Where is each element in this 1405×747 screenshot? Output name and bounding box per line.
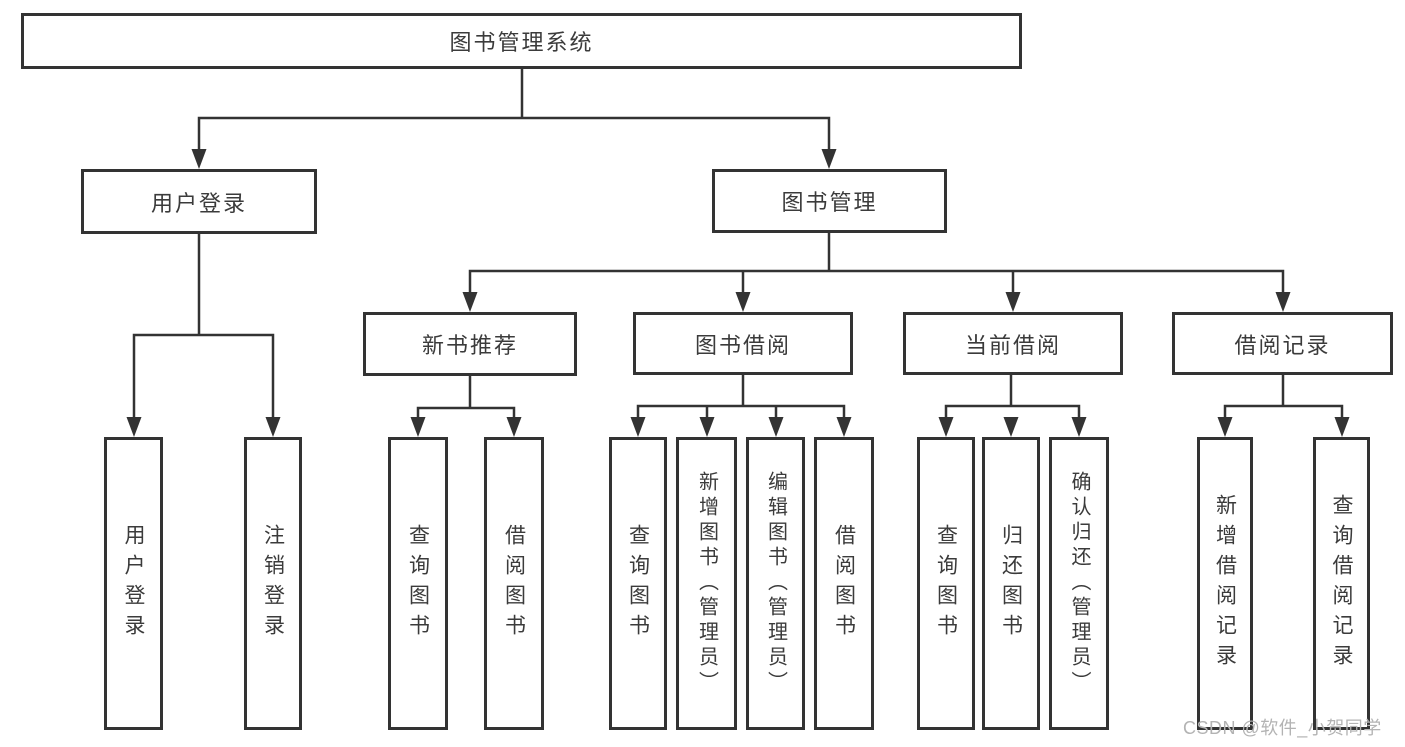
node-user-login: 用户登录 <box>81 169 317 234</box>
leaf-return-books-label: 归还图书 <box>999 523 1023 644</box>
leaf-query-books-recommend-label: 查询图书 <box>406 523 430 644</box>
node-current-borrow-label: 当前借阅 <box>964 332 1061 358</box>
node-borrow-records: 借阅记录 <box>1172 312 1393 375</box>
leaf-return-books: 归还图书 <box>982 437 1040 730</box>
leaf-add-books-admin-label: 新增图书（管理员） <box>695 471 718 696</box>
leaf-add-borrow-record: 新增借阅记录 <box>1197 437 1253 730</box>
csdn-watermark: CSDN @软件_小贺同学 <box>1183 718 1382 738</box>
leaf-user-login: 用户登录 <box>104 437 163 730</box>
leaf-add-books-admin: 新增图书（管理员） <box>676 437 737 730</box>
leaf-query-books-current: 查询图书 <box>917 437 975 730</box>
leaf-query-books-borrow: 查询图书 <box>609 437 667 730</box>
leaf-borrow-books-recommend: 借阅图书 <box>484 437 544 730</box>
node-new-book-recommend-label: 新书推荐 <box>421 333 518 358</box>
arrowheads <box>126 149 1350 437</box>
leaf-query-books-current-label: 查询图书 <box>934 523 958 644</box>
node-book-management-label: 图书管理 <box>781 190 878 215</box>
node-borrow-records-label: 借阅记录 <box>1234 332 1331 358</box>
node-user-login-label: 用户登录 <box>150 190 247 216</box>
leaf-query-books-borrow-label: 查询图书 <box>626 523 650 644</box>
leaf-borrow-books-recommend-label: 借阅图书 <box>502 523 526 644</box>
leaf-confirm-return-admin-label: 确认归还（管理员） <box>1068 471 1090 696</box>
node-current-borrow: 当前借阅 <box>903 312 1123 375</box>
root-node-library-system: 图书管理系统 <box>21 13 1022 69</box>
leaf-add-borrow-record-label: 新增借阅记录 <box>1213 493 1237 674</box>
leaf-borrow-books-label: 借阅图书 <box>832 523 856 644</box>
leaf-logout: 注销登录 <box>244 437 302 730</box>
leaf-query-borrow-record-label: 查询借阅记录 <box>1330 493 1353 674</box>
leaf-edit-books-admin: 编辑图书（管理员） <box>746 437 805 730</box>
root-node-label: 图书管理系统 <box>449 30 594 55</box>
leaf-query-borrow-record: 查询借阅记录 <box>1313 437 1370 730</box>
node-book-borrow-label: 图书借阅 <box>694 332 791 358</box>
node-book-management: 图书管理 <box>712 169 947 233</box>
leaf-borrow-books: 借阅图书 <box>814 437 874 730</box>
leaf-edit-books-admin-label: 编辑图书（管理员） <box>764 471 787 696</box>
leaf-query-books-recommend: 查询图书 <box>388 437 448 730</box>
leaf-user-login-label: 用户登录 <box>122 523 145 644</box>
leaf-confirm-return-admin: 确认归还（管理员） <box>1049 437 1109 730</box>
node-new-book-recommend: 新书推荐 <box>363 312 577 376</box>
leaf-logout-label: 注销登录 <box>261 523 285 644</box>
node-book-borrow: 图书借阅 <box>633 312 853 375</box>
